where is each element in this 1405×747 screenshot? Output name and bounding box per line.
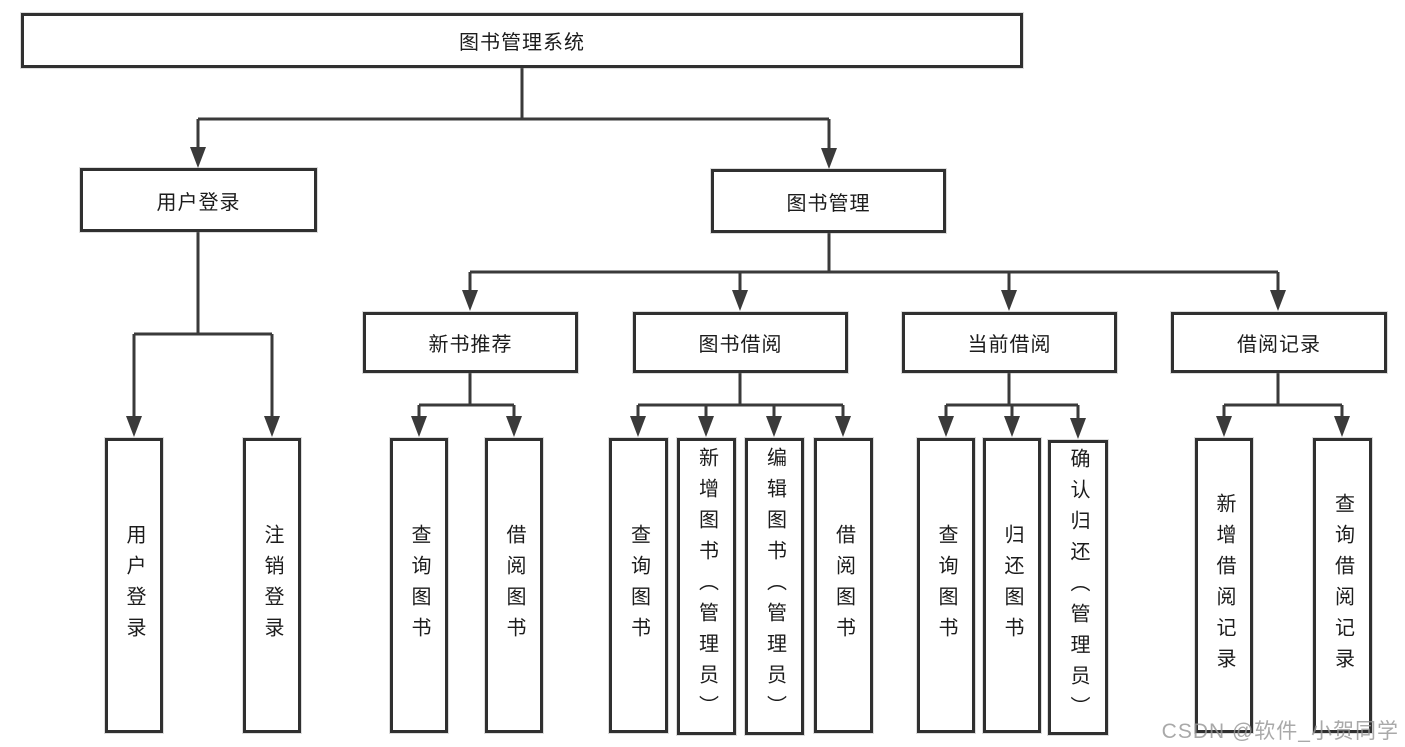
leaf-label: 新增图书（管理员） — [695, 447, 718, 726]
leaf-search-borrow-record: 查询借阅记录 — [1313, 438, 1372, 733]
leaf-search-books-current: 查询图书 — [917, 438, 975, 733]
leaf-label: 新增借阅记录 — [1213, 492, 1235, 679]
node-borrowing-records: 借阅记录 — [1171, 312, 1387, 373]
node-library-management-system: 图书管理系统 — [21, 13, 1023, 68]
leaf-search-books-newbook: 查询图书 — [390, 438, 448, 733]
leaf-label: 编辑图书（管理员） — [763, 447, 786, 726]
leaf-confirm-return-admin: 确认归还（管理员） — [1048, 440, 1108, 735]
leaf-edit-book-admin: 编辑图书（管理员） — [745, 438, 804, 735]
node-label: 图书管理 — [786, 192, 871, 215]
leaf-logout: 注销登录 — [243, 438, 301, 733]
leaf-label: 确认归还（管理员） — [1067, 448, 1089, 727]
node-current-borrowing: 当前借阅 — [902, 312, 1117, 373]
leaf-search-books-borrow: 查询图书 — [609, 438, 668, 733]
leaf-add-book-admin: 新增图书（管理员） — [677, 438, 736, 735]
node-book-management: 图书管理 — [711, 169, 946, 233]
leaf-return-books: 归还图书 — [983, 438, 1041, 733]
tree-edges — [132, 67, 1344, 421]
node-user-login: 用户登录 — [80, 168, 317, 232]
node-label: 图书管理系统 — [459, 32, 585, 54]
node-new-book-recommendation: 新书推荐 — [363, 312, 578, 373]
leaf-label: 注销登录 — [261, 523, 283, 648]
arrowheads — [126, 147, 1350, 439]
leaf-borrow-books-newbook: 借阅图书 — [485, 438, 543, 733]
leaf-label: 归还图书 — [1001, 523, 1023, 648]
node-label: 借阅记录 — [1237, 334, 1321, 356]
node-label: 图书借阅 — [698, 334, 783, 356]
leaf-label: 借阅图书 — [832, 523, 855, 648]
leaf-add-borrow-record: 新增借阅记录 — [1195, 438, 1253, 733]
leaf-user-login: 用户登录 — [105, 438, 163, 733]
leaf-label: 查询图书 — [408, 523, 430, 648]
node-label: 用户登录 — [156, 191, 241, 214]
leaf-label: 查询图书 — [627, 523, 650, 648]
watermark-text: CSDN @软件_小贺同学 — [1161, 720, 1399, 743]
node-label: 当前借阅 — [967, 334, 1052, 356]
leaf-label: 借阅图书 — [503, 523, 525, 648]
leaf-borrow-books-borrow: 借阅图书 — [814, 438, 873, 733]
node-book-borrowing: 图书借阅 — [633, 312, 848, 373]
leaf-label: 用户登录 — [123, 523, 145, 648]
leaf-label: 查询图书 — [935, 523, 957, 648]
leaf-label: 查询借阅记录 — [1331, 492, 1354, 679]
node-label: 新书推荐 — [428, 334, 513, 356]
